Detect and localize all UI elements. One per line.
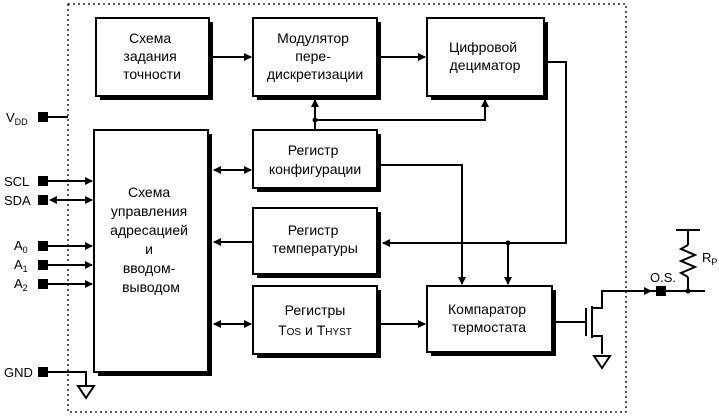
decimator-label-1: Цифровой: [449, 39, 517, 55]
config-label-1: Регистр: [288, 142, 339, 158]
wire-config-decimator: [315, 99, 489, 121]
tos-thyst-label-2: TOS и THYST: [278, 322, 352, 338]
a1-pin-label: A1: [14, 257, 28, 274]
control-label-6: выводом: [122, 279, 180, 295]
temperature-label-1: Регистр: [288, 222, 339, 238]
a2-pin: [38, 279, 93, 289]
vdd-pin-label: VDD: [6, 110, 28, 127]
sda-pin: [38, 195, 93, 205]
wire-decimator-temperature: [382, 61, 567, 247]
svg-text:Регистр конфигурации: Регистр конфигурации: [269, 142, 361, 177]
modulator-block: Модулятор пере- дискретизации: [252, 17, 381, 100]
modulator-label-1: Модулятор: [277, 30, 349, 46]
os-pin: [656, 286, 666, 296]
control-label-1: Схема: [128, 184, 170, 200]
tos-thyst-label-1: Регистры: [285, 302, 346, 318]
comparator-label-2: термостата: [452, 319, 526, 335]
a0-pin-label: A0: [14, 238, 28, 255]
config-register-block: Регистр конфигурации: [252, 129, 381, 192]
ground-icon: [76, 385, 96, 400]
gnd-pin-label: GND: [4, 365, 33, 380]
temperature-label-2: температуры: [272, 240, 358, 256]
precision-label-1: Схема: [129, 30, 171, 46]
comparator-label-1: Компаратор: [448, 301, 526, 317]
control-label-5: вводом-: [123, 260, 176, 276]
svg-text:Компаратор термостата: Компаратор термостата: [448, 301, 530, 335]
os-pin-label: O.S.: [650, 270, 676, 285]
a2-pin-label: A2: [14, 276, 28, 293]
config-label-2: конфигурации: [269, 161, 361, 177]
svg-text:Схема управления а: Схема управления адресацией и вводом- вы…: [110, 184, 192, 295]
sda-pin-label: SDA: [4, 193, 31, 208]
transistor-ground-icon: [592, 355, 612, 370]
a0-pin: [38, 241, 93, 251]
wire-config-comparator: [381, 164, 466, 285]
tos-thyst-register-block: Регистры TOS и THYST: [252, 285, 381, 358]
control-label-4: и: [145, 241, 153, 257]
output-transistor: [585, 290, 663, 370]
rp-label: RP: [702, 250, 717, 267]
precision-block: Схема задания точности: [95, 17, 213, 100]
gnd-pin: [38, 367, 96, 400]
comparator-block: Компаратор термостата: [426, 285, 556, 356]
wires: [213, 53, 586, 328]
control-block: Схема управления адресацией и вводом- вы…: [93, 129, 212, 376]
temperature-register-block: Регистр температуры: [252, 207, 381, 278]
control-label-2: управления: [111, 203, 187, 219]
modulator-label-3: дискретизации: [267, 66, 363, 82]
decimator-label-2: дециматор: [450, 57, 521, 73]
control-label-3: адресацией: [110, 222, 188, 238]
precision-label-3: точности: [123, 66, 181, 82]
modulator-label-2: пере-: [295, 48, 331, 64]
precision-label-2: задания: [123, 48, 176, 64]
a1-pin: [38, 260, 93, 270]
pullup-resistor: [676, 229, 700, 294]
svg-text:Модулятор пере- ди: Модулятор пере- дискретизации: [267, 30, 363, 82]
svg-text:Схема задания точн: Схема задания точности: [123, 30, 181, 82]
decimator-block: Цифровой дециматор: [426, 17, 548, 100]
svg-text:Регистр температуры: Регистр температуры: [272, 222, 358, 256]
vdd-pin: [38, 112, 68, 122]
chip-boundary: [67, 3, 627, 413]
scl-pin: [38, 176, 93, 186]
svg-text:Цифровой дециматор: Цифровой дециматор: [449, 39, 521, 73]
scl-pin-label: SCL: [4, 174, 29, 189]
